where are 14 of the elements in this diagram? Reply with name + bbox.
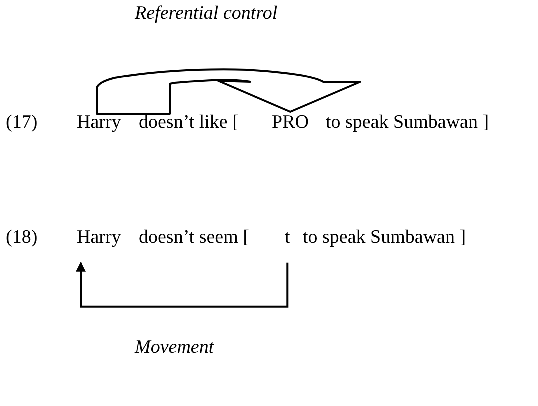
- trace-word: t: [285, 228, 290, 249]
- subject-word: Harry: [77, 228, 122, 249]
- sentence-text: doesn’t seem [: [139, 228, 250, 249]
- example-number: (18): [6, 228, 38, 249]
- sentence-text: to speak Sumbawan ]: [326, 113, 490, 134]
- arrow: [76, 262, 289, 308]
- example-number: (17): [6, 113, 38, 134]
- edge-label: Movement: [135, 338, 214, 359]
- block-arrow: [96, 68, 362, 115]
- sentence-text: doesn’t like [: [139, 113, 239, 134]
- pro-word: PRO: [272, 113, 309, 134]
- sentence-text: to speak Sumbawan ]: [303, 228, 466, 249]
- subject-word: Harry: [77, 113, 122, 134]
- edge-label: Referential control: [135, 4, 278, 25]
